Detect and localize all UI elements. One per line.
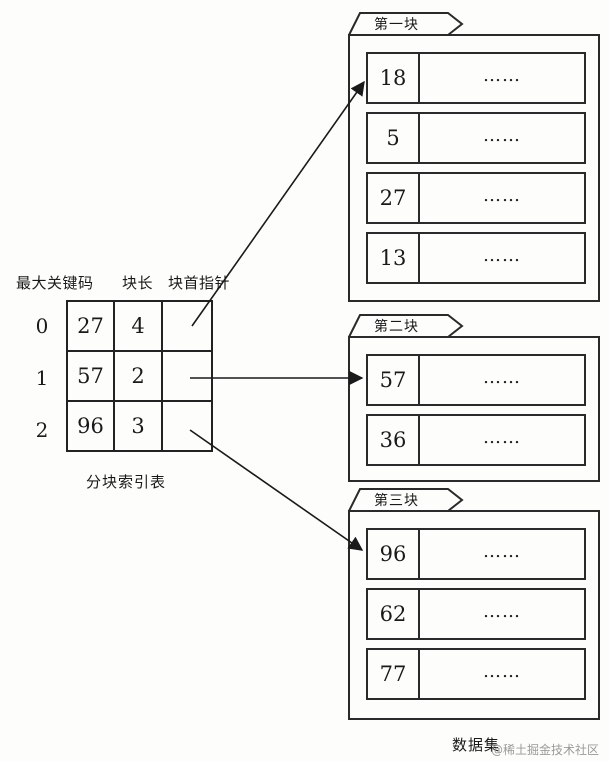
block-pointer-cell bbox=[161, 400, 213, 452]
tab-shape-icon bbox=[348, 488, 464, 512]
block-index-table: 27 4 57 2 96 3 bbox=[66, 300, 213, 452]
dataset-label: 数据集 bbox=[452, 736, 501, 754]
record-row: 18 …… bbox=[366, 52, 586, 104]
arrow-to-block-3 bbox=[189, 429, 364, 551]
block-length-cell: 4 bbox=[113, 300, 163, 352]
record-key: 62 bbox=[368, 590, 420, 638]
record-data-placeholder: …… bbox=[483, 65, 521, 86]
record-key: 13 bbox=[368, 234, 420, 282]
record-row: 13 …… bbox=[366, 232, 586, 284]
row-label-2: 2 bbox=[35, 418, 49, 442]
arrow-to-block-1 bbox=[191, 80, 365, 327]
block-length-cell: 3 bbox=[113, 400, 163, 452]
record-row: 62 …… bbox=[366, 588, 586, 640]
index-row-2: 96 3 bbox=[66, 400, 213, 452]
row-label-0: 0 bbox=[35, 314, 49, 338]
block-length-cell: 2 bbox=[113, 350, 163, 402]
record-data-placeholder: …… bbox=[483, 601, 521, 622]
max-key-cell: 27 bbox=[66, 300, 115, 352]
record-row: 36 …… bbox=[366, 414, 586, 466]
record-key: 36 bbox=[368, 416, 420, 464]
index-row-0: 27 4 bbox=[66, 300, 213, 352]
block-1-tab: 第一块 bbox=[348, 12, 466, 36]
max-key-cell: 96 bbox=[66, 400, 115, 452]
record-key: 57 bbox=[368, 356, 420, 404]
tab-shape-icon bbox=[348, 12, 464, 36]
max-key-cell: 57 bbox=[66, 350, 115, 402]
record-data-placeholder: …… bbox=[483, 541, 521, 562]
record-row: 96 …… bbox=[366, 528, 586, 580]
block-1-title: 第一块 bbox=[374, 17, 419, 33]
block-2-title: 第二块 bbox=[374, 319, 419, 335]
record-key: 27 bbox=[368, 174, 420, 222]
record-data-placeholder: …… bbox=[483, 427, 521, 448]
record-data-placeholder: …… bbox=[483, 367, 521, 388]
tab-shape-icon bbox=[348, 314, 464, 338]
header-block-length: 块长 bbox=[122, 274, 154, 292]
watermark: @稀土掘金技术社区 bbox=[491, 743, 600, 757]
record-key: 5 bbox=[368, 114, 420, 162]
record-row: 57 …… bbox=[366, 354, 586, 406]
record-data-placeholder: …… bbox=[483, 185, 521, 206]
record-row: 27 …… bbox=[366, 172, 586, 224]
block-pointer-cell bbox=[161, 350, 213, 402]
record-data-placeholder: …… bbox=[483, 661, 521, 682]
record-row: 5 …… bbox=[366, 112, 586, 164]
index-row-1: 57 2 bbox=[66, 350, 213, 402]
block-3-title: 第三块 bbox=[374, 493, 419, 509]
index-table-caption: 分块索引表 bbox=[86, 473, 167, 491]
record-key: 77 bbox=[368, 650, 420, 698]
record-row: 77 …… bbox=[366, 648, 586, 700]
block-3-tab: 第三块 bbox=[348, 488, 466, 512]
record-key: 18 bbox=[368, 54, 420, 102]
record-data-placeholder: …… bbox=[483, 245, 521, 266]
header-block-pointer: 块首指针 bbox=[168, 274, 231, 292]
record-data-placeholder: …… bbox=[483, 125, 521, 146]
block-2-tab: 第二块 bbox=[348, 314, 466, 338]
row-label-1: 1 bbox=[35, 366, 49, 390]
record-key: 96 bbox=[368, 530, 420, 578]
header-max-key: 最大关键码 bbox=[16, 274, 94, 292]
